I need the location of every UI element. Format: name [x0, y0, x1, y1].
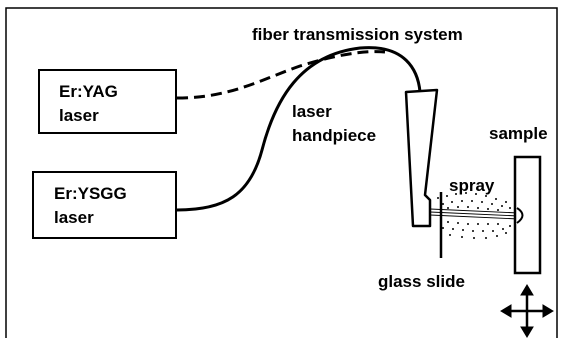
- four-way-arrow-icon: [500, 284, 554, 338]
- er-yag-fiber-dashed: [176, 50, 386, 100]
- er-ysgg-fiber: [176, 46, 422, 212]
- diagram-frame: [5, 7, 558, 338]
- fiber-transmission-label: fiber transmission system: [252, 25, 463, 44]
- handpiece-label-line2: handpiece: [292, 126, 376, 145]
- spray-label: spray: [449, 176, 495, 195]
- laser-handpiece: [404, 88, 439, 228]
- er-yag-laser-box: [38, 69, 177, 134]
- er-yag-label-line1: Er:YAG: [59, 82, 118, 101]
- er-yag-label-line2: laser: [59, 106, 99, 125]
- handpiece-label-line1: laser: [292, 102, 332, 121]
- spray-dots: [437, 192, 511, 239]
- er-ysgg-label-line1: Er:YSGG: [54, 184, 127, 203]
- laser-beam: [429, 208, 520, 220]
- er-ysgg-label-line2: laser: [54, 208, 94, 227]
- sample-target-spot: [516, 207, 524, 224]
- er-ysgg-laser-box: [32, 171, 177, 239]
- sample-label: sample: [489, 124, 548, 143]
- glass-slide-label: glass slide: [378, 272, 465, 291]
